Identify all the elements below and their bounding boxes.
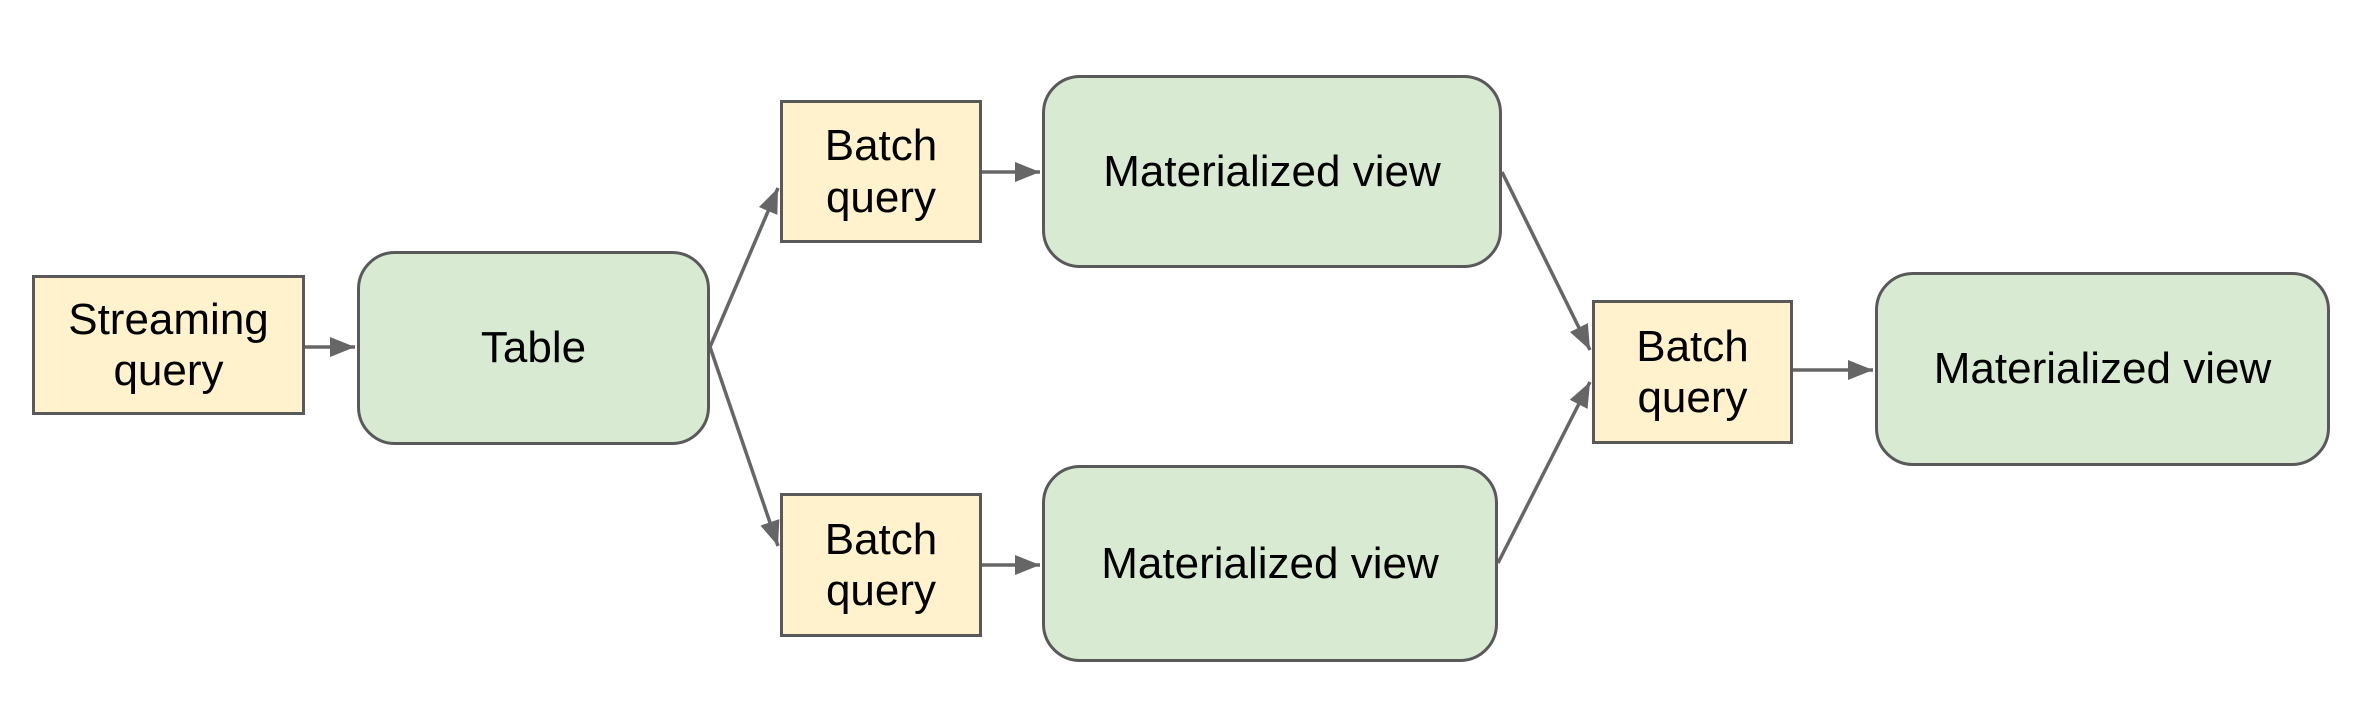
node-batch-query-top-label: Batch query [824,121,938,222]
node-batch-query-bottom-label: Batch query [824,514,938,615]
node-streaming-query-label: Streaming query [68,294,269,395]
node-streaming-query: Streaming query [32,275,305,415]
node-materialized-view-top-label: Materialized view [1103,146,1441,196]
node-materialized-view-top: Materialized view [1042,75,1502,268]
node-materialized-view-bottom: Materialized view [1042,465,1498,662]
node-batch-query-top: Batch query [780,100,982,243]
node-table: Table [357,251,710,445]
node-materialized-view-bottom-label: Materialized view [1101,538,1439,588]
edge-table-to-batch-query-bottom [708,346,780,547]
node-batch-query-right: Batch query [1592,300,1793,444]
node-batch-query-bottom: Batch query [780,493,982,637]
node-table-label: Table [480,323,587,373]
node-batch-query-right-label: Batch query [1636,321,1749,422]
edge-mv-top-to-batch-query-right [1500,171,1592,351]
node-materialized-view-right-label: Materialized view [1933,344,2272,394]
edge-mv-bottom-to-batch-query-right [1496,381,1592,564]
node-materialized-view-right: Materialized view [1875,272,2330,466]
edge-table-to-batch-query-top [708,187,780,348]
